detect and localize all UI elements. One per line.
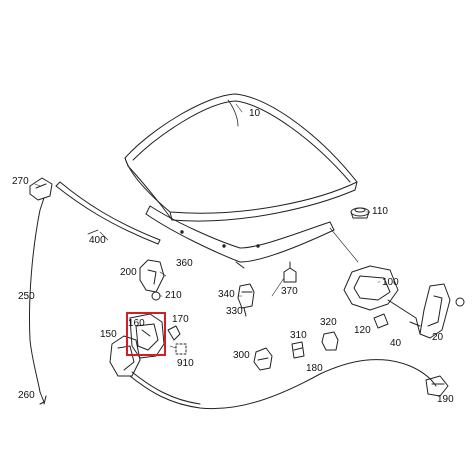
bowden-cable xyxy=(129,359,449,410)
callout-100[interactable]: 100 xyxy=(382,277,399,288)
callout-360[interactable]: 360 xyxy=(176,258,193,269)
hinge-assembly xyxy=(343,265,465,339)
leader-lines xyxy=(34,103,381,349)
callout-190[interactable]: 190 xyxy=(437,394,454,405)
callout-310[interactable]: 310 xyxy=(290,330,307,341)
callout-340[interactable]: 340 xyxy=(218,289,235,300)
highlighted-part-frame xyxy=(126,312,166,356)
callout-40[interactable]: 40 xyxy=(390,338,402,349)
clip-320 xyxy=(321,331,339,351)
callout-370[interactable]: 370 xyxy=(281,286,298,297)
callout-270[interactable]: 270 xyxy=(12,176,29,187)
clip-370 xyxy=(283,261,297,283)
callout-260[interactable]: 260 xyxy=(18,390,35,401)
rubber-strip xyxy=(55,181,161,245)
buffer-340 xyxy=(237,283,255,317)
callout-300[interactable]: 300 xyxy=(233,350,250,361)
callout-210[interactable]: 210 xyxy=(165,290,182,301)
callout-180[interactable]: 180 xyxy=(306,363,323,374)
callout-330[interactable]: 330 xyxy=(226,306,243,317)
seal-strip xyxy=(145,205,335,269)
lock-assembly xyxy=(109,313,187,377)
callout-910[interactable]: 910 xyxy=(177,358,194,369)
latch-300 xyxy=(253,347,273,371)
callout-250[interactable]: 250 xyxy=(18,291,35,302)
callout-320[interactable]: 320 xyxy=(320,317,337,328)
grommet-110 xyxy=(350,207,370,219)
callout-200[interactable]: 200 xyxy=(120,267,137,278)
clip-310 xyxy=(291,341,305,359)
callout-170[interactable]: 170 xyxy=(172,314,189,325)
release-rod xyxy=(28,177,53,405)
callout-20[interactable]: 20 xyxy=(432,332,444,343)
hood-panel xyxy=(124,93,358,222)
bracket-200 xyxy=(139,259,165,301)
callout-110[interactable]: 110 xyxy=(372,206,388,217)
callout-120[interactable]: 120 xyxy=(354,325,371,336)
callout-150[interactable]: 150 xyxy=(100,329,117,340)
callout-400[interactable]: 400 xyxy=(89,235,106,246)
callout-160[interactable]: 160 xyxy=(128,318,145,329)
callout-10[interactable]: 10 xyxy=(249,108,261,119)
